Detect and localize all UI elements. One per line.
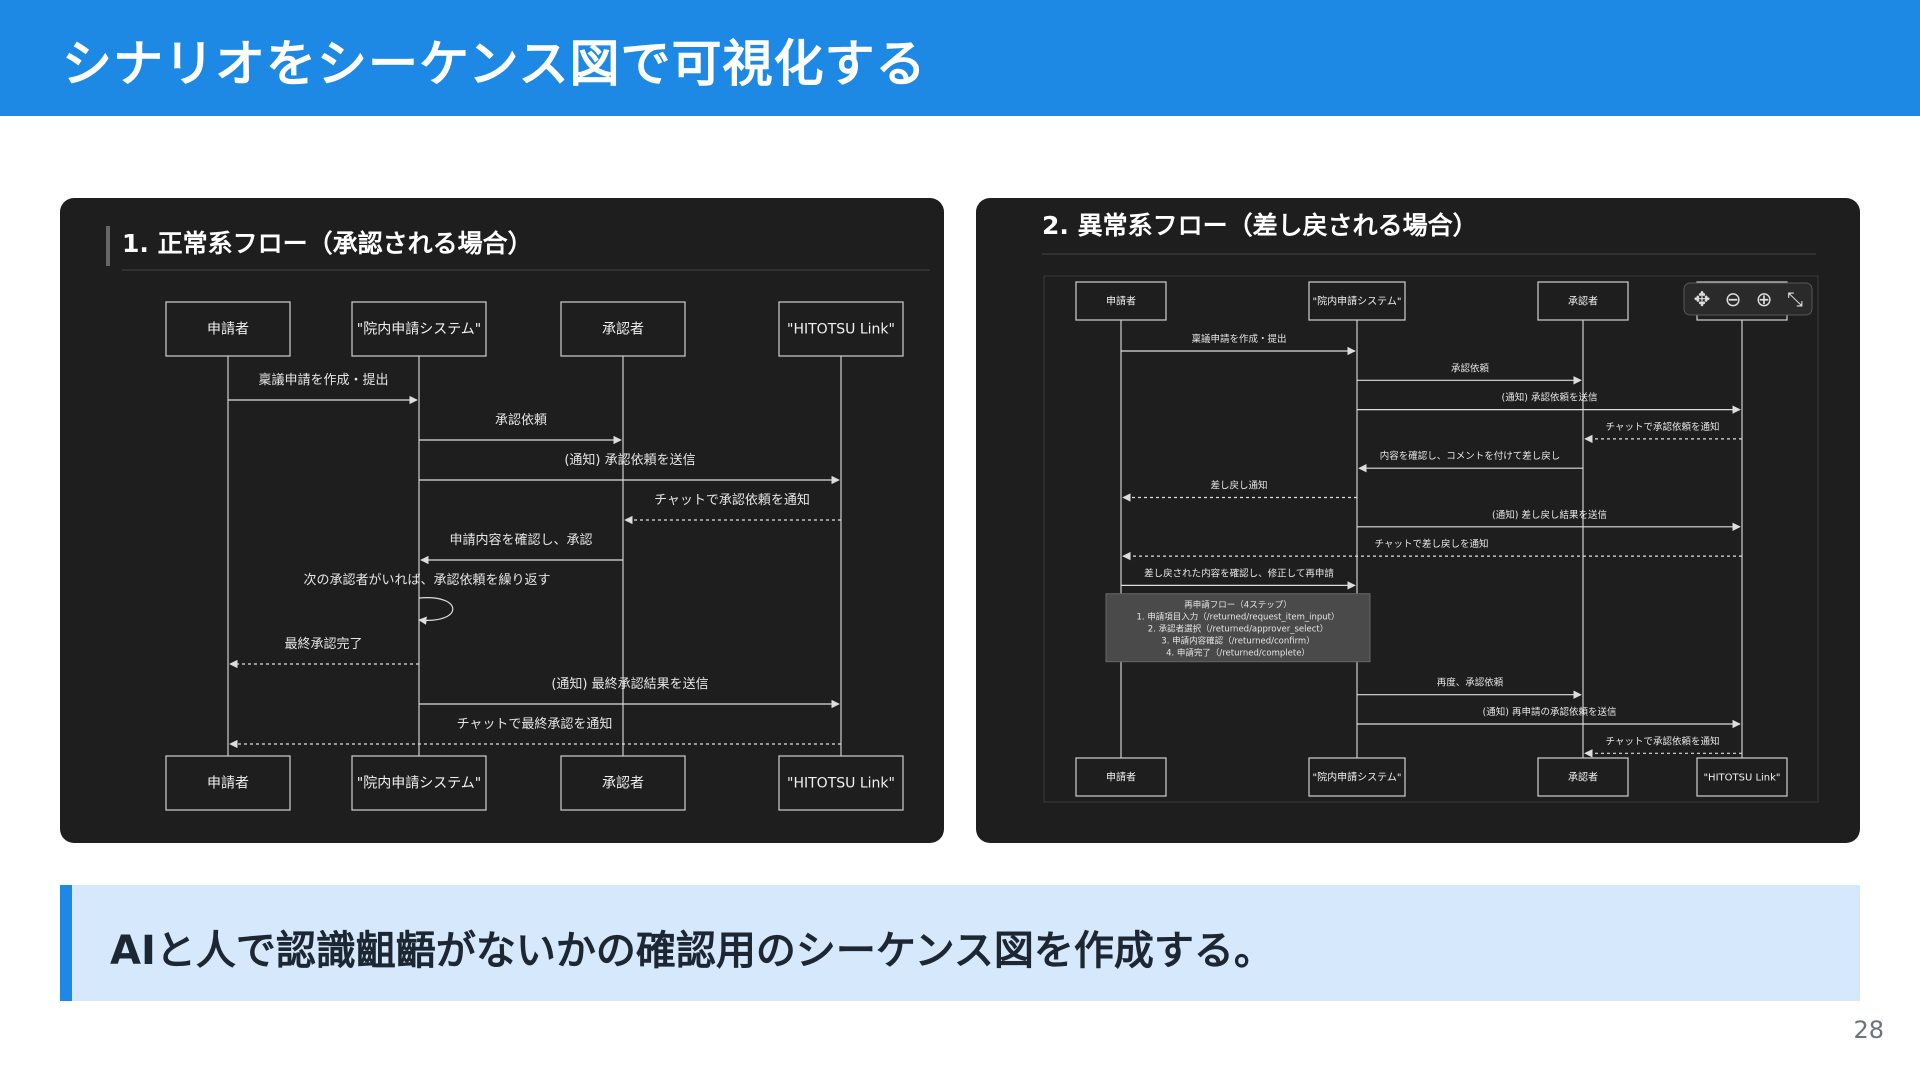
participant-label: "院内申請システム"	[357, 776, 481, 792]
participant-box-bottom	[351, 755, 487, 811]
note-box	[1105, 593, 1371, 663]
participant-label: 申請者	[1106, 770, 1136, 783]
participant-label: 承認者	[1568, 294, 1598, 307]
participant-label: "院内申請システム"	[1313, 294, 1402, 307]
slide-title: シナリオをシーケンス図で可視化する	[62, 35, 927, 93]
move-icon[interactable]: ✥	[1694, 287, 1711, 311]
message-label: (通知) 承認依頼を送信	[564, 452, 695, 468]
zoom-out-icon[interactable]: ⊖	[1725, 287, 1742, 311]
participant-box-bottom	[165, 755, 291, 811]
message-label: (通知) 承認依頼を送信	[1502, 392, 1598, 404]
participant-label: "院内申請システム"	[357, 322, 481, 338]
slide-header: シナリオをシーケンス図で可視化する	[0, 0, 1920, 116]
diagram-frame	[1043, 275, 1819, 803]
message-label: 稟議申請を作成・提出	[1191, 333, 1286, 345]
summary-text: AIと人で認識齟齬がないかの確認用のシーケンス図を作成する。	[110, 928, 1274, 974]
participant-box-bottom	[1075, 757, 1167, 797]
note-line: 2. 承認者選択（/returned/approver_select）	[1148, 624, 1328, 635]
note-line: 1. 申請項目入力（/returned/request_item_input）	[1136, 612, 1339, 623]
message-label: 内容を確認し、コメントを付けて差し戻し	[1380, 450, 1561, 462]
message-label: 稟議申請を作成・提出	[258, 372, 388, 388]
message-label: チャットで差し戻しを通知	[1375, 538, 1489, 550]
participant-box-top	[560, 301, 686, 357]
participant-label: 承認者	[602, 776, 644, 792]
summary-callout: AIと人で認識齟齬がないかの確認用のシーケンス図を作成する。	[60, 885, 1860, 1001]
message-label: 差し戻された内容を確認し、修正して再申請	[1144, 567, 1334, 579]
participant-label: 承認者	[602, 322, 644, 338]
message-label: (通知) 差し戻し結果を送信	[1492, 509, 1607, 521]
message-label: チャットで承認依頼を通知	[654, 492, 810, 508]
self-message-arrow	[418, 597, 454, 625]
message-label: 次の承認者がいれば、承認依頼を繰り返す	[303, 572, 550, 588]
message-label: (通知) 再申請の承認依頼を送信	[1483, 706, 1617, 718]
participant-box-bottom	[560, 755, 686, 811]
collapse-icon[interactable]: ⤡	[1787, 287, 1803, 311]
participant-box-top	[1537, 281, 1629, 321]
message-label: 再度、承認依頼	[1437, 677, 1504, 689]
message-label: (通知) 最終承認結果を送信	[551, 676, 708, 692]
diagram-title: 2. 異常系フロー（差し戻される場合）	[1042, 211, 1478, 240]
title-accent-bar	[106, 226, 110, 266]
participant-label: "院内申請システム"	[1313, 770, 1402, 783]
participant-box-bottom	[778, 755, 904, 811]
message-label: 申請内容を確認し、承認	[449, 532, 592, 548]
message-label: 承認依頼	[1451, 362, 1490, 374]
sequence-diagram-svg: 1. 正常系フロー（承認される場合）申請者申請者"院内申請システム""院内申請シ…	[106, 226, 930, 811]
exception-flow-panel: 2. 異常系フロー（差し戻される場合）申請者申請者"院内申請システム""院内申請…	[976, 198, 1860, 843]
participant-box-bottom	[1308, 757, 1406, 797]
zoom-in-icon[interactable]: ⊕	[1756, 287, 1773, 311]
diagram-title: 1. 正常系フロー（承認される場合）	[122, 229, 533, 258]
participant-box-top	[351, 301, 487, 357]
note-line: 3. 申請内容確認（/returned/confirm）	[1161, 636, 1314, 647]
participant-box-top	[165, 301, 291, 357]
participant-box-top	[1075, 281, 1167, 321]
page-number: 28	[1853, 1016, 1884, 1044]
participant-label: 申請者	[1106, 294, 1136, 307]
participant-label: "HITOTSU Link"	[787, 322, 895, 338]
note-line: 再申請フロー（4ステップ）	[1184, 600, 1291, 611]
participant-label: 承認者	[1568, 770, 1598, 783]
message-label: チャットで承認依頼を通知	[1606, 421, 1720, 433]
participant-label: "HITOTSU Link"	[1703, 772, 1780, 783]
participant-box-top	[1308, 281, 1406, 321]
message-label: チャットで最終承認を通知	[457, 716, 613, 732]
participant-label: "HITOTSU Link"	[787, 776, 895, 792]
message-label: 差し戻し通知	[1210, 480, 1267, 492]
note-line: 4. 申請完了（/returned/complete）	[1166, 648, 1310, 659]
participant-label: 申請者	[207, 776, 249, 792]
message-label: 承認依頼	[495, 412, 547, 428]
normal-flow-panel: 1. 正常系フロー（承認される場合）申請者申請者"院内申請システム""院内申請シ…	[60, 198, 944, 843]
sequence-diagram-svg: 2. 異常系フロー（差し戻される場合）申請者申請者"院内申請システム""院内申請…	[1042, 211, 1819, 803]
participant-box-bottom	[1696, 757, 1788, 797]
message-label: チャットで承認依頼を通知	[1606, 735, 1720, 747]
participant-box-bottom	[1537, 757, 1629, 797]
participant-box-top	[778, 301, 904, 357]
message-label: 最終承認完了	[284, 636, 362, 652]
participant-label: 申請者	[207, 322, 249, 338]
diagram-toolbar	[1683, 282, 1813, 316]
